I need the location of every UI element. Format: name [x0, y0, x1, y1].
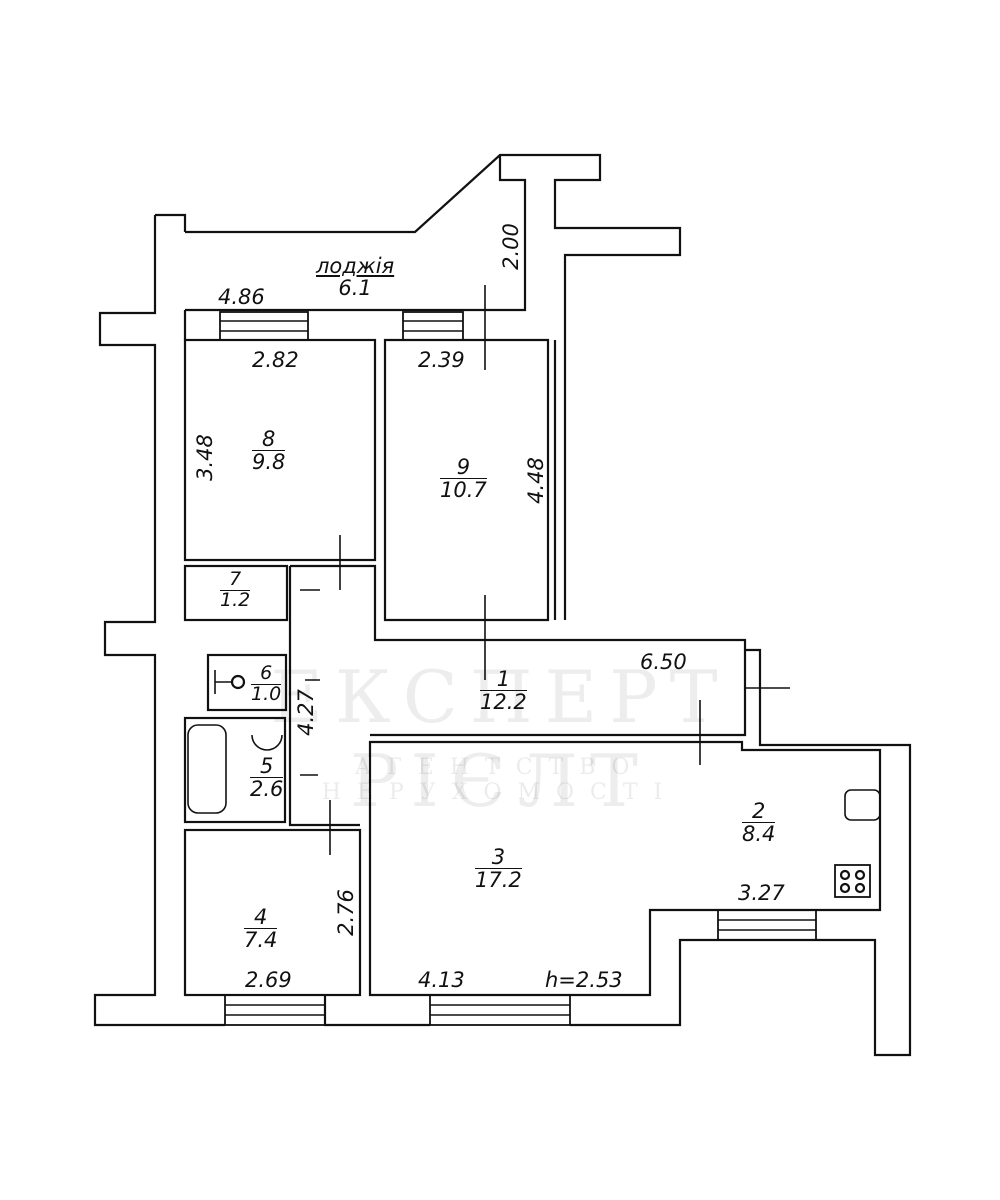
- dim-corridor-side: 4.27: [293, 689, 318, 736]
- loggia-name: лоджія: [316, 254, 395, 278]
- room-area: 7.4: [244, 928, 278, 953]
- room-7-outline: [183, 564, 289, 622]
- dim-room4-width: 2.69: [245, 968, 292, 992]
- room-number: 1: [480, 668, 527, 692]
- watermark-tagline: АГЕНТСТВО НЕРУХОМОСТІ: [321, 755, 679, 805]
- room-number: 3: [475, 846, 522, 870]
- window-glazing: [220, 320, 308, 332]
- window-glazing: [403, 320, 463, 332]
- washbasin-icon: [251, 734, 283, 751]
- door-marks: [300, 285, 790, 855]
- window: [224, 994, 326, 1026]
- window: [717, 909, 817, 941]
- room-number: 5: [250, 755, 284, 779]
- room-5-outline: [183, 716, 287, 824]
- window-glazing: [718, 919, 816, 931]
- dim-room8-depth: 3.48: [192, 434, 217, 481]
- dim-room8-width: 2.82: [252, 348, 299, 372]
- loggia-area: 6.1: [338, 276, 372, 301]
- dim-room9-width: 2.39: [418, 348, 465, 372]
- right-upper-wall: [553, 215, 682, 620]
- room-number: 2: [742, 800, 776, 824]
- room-area: 9.8: [252, 450, 286, 475]
- room-area: 2.6: [250, 777, 284, 802]
- room-number: 7: [220, 569, 251, 591]
- dim-room3-width: 4.13: [418, 968, 465, 992]
- room-area: 8.4: [742, 822, 776, 847]
- dim-room2-width: 3.27: [738, 881, 785, 905]
- room-area: 12.2: [480, 690, 527, 715]
- room-area: 1.0: [251, 682, 282, 705]
- room-area: 10.7: [440, 478, 487, 503]
- dim-loggia-length: 4.86: [218, 285, 265, 309]
- room-number: 8: [252, 428, 286, 452]
- bathtub-icon: [187, 724, 227, 814]
- corridor-left-wall: [288, 566, 360, 827]
- bottom-wall: [323, 995, 682, 1027]
- watermark-brand: ЕКСПЕРТ РІЄЛТ: [270, 655, 730, 823]
- dim-corridor-length: 6.50: [640, 650, 687, 674]
- left-outer-wall: [93, 213, 225, 1027]
- room-6-outline: [206, 653, 288, 712]
- ceiling-height: h=2.53: [545, 968, 623, 992]
- room-8-outline: [183, 338, 377, 562]
- room-area: 17.2: [475, 868, 522, 893]
- window: [402, 311, 464, 341]
- loggia-outline: [185, 153, 602, 312]
- room-number: 4: [244, 906, 278, 930]
- room-area: 1.2: [220, 588, 251, 611]
- room-9-outline: [383, 338, 550, 622]
- toilet-icon: [214, 670, 246, 694]
- sink-icon: [844, 789, 881, 821]
- room-number: 9: [440, 456, 487, 480]
- window: [429, 994, 571, 1026]
- stove-icon: [834, 864, 871, 898]
- window: [219, 311, 309, 341]
- window-glazing: [430, 1004, 570, 1016]
- window-glazing: [225, 1004, 325, 1016]
- dim-room9-depth: 4.48: [523, 457, 548, 504]
- room-number: 6: [251, 663, 282, 685]
- dim-loggia-depth: 2.00: [498, 223, 523, 270]
- dim-room4-depth: 2.76: [333, 889, 358, 936]
